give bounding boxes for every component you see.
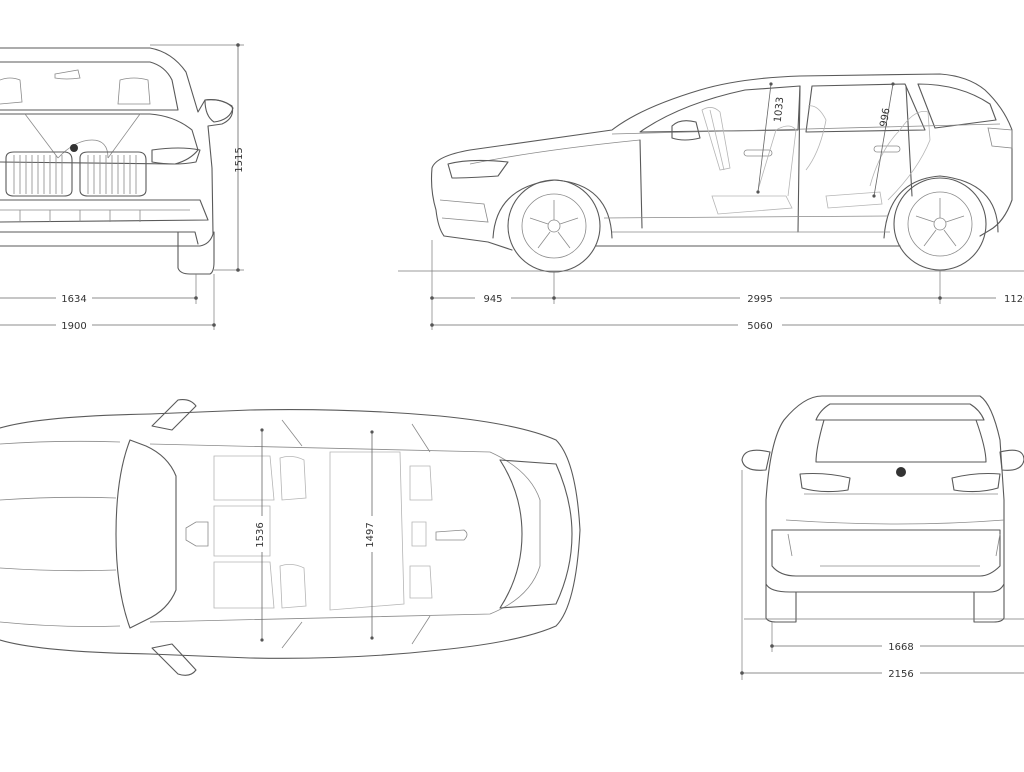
wheelbase-label: 2995	[747, 294, 772, 305]
front-headroom-label: 1033	[773, 97, 787, 123]
front-shoulder-label: 1536	[255, 522, 266, 547]
rear-track-label: 1668	[888, 642, 913, 653]
rear-overhang-label: 1120	[1004, 294, 1024, 305]
rear-headroom-label: 996	[878, 107, 892, 128]
front-width-label: 1900	[61, 321, 86, 332]
front-view: 1515 1634 1900	[0, 43, 245, 332]
top-view: 1536 1497	[0, 399, 581, 676]
front-track-label: 1634	[61, 294, 86, 305]
front-overhang-label: 945	[483, 294, 502, 305]
bmw-roundel-icon	[896, 467, 906, 477]
side-view: 1033 996 945 2995 1120 5060	[398, 73, 1024, 332]
rear-shoulder-label: 1497	[365, 522, 376, 547]
bmw-roundel-icon	[70, 144, 78, 152]
rear-view: 1668 2156	[740, 395, 1024, 680]
front-height-label: 1515	[234, 147, 245, 172]
overall-length-label: 5060	[747, 321, 772, 332]
rear-width-label: 2156	[888, 669, 913, 680]
